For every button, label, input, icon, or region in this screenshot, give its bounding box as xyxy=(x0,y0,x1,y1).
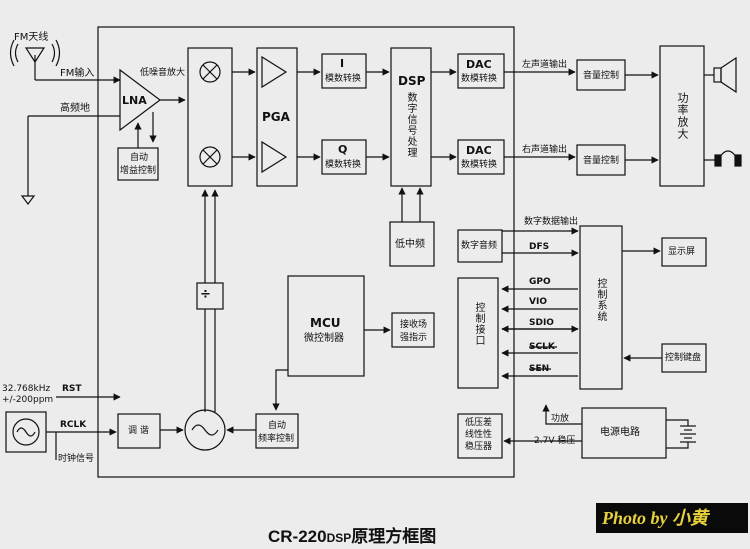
chip-outline xyxy=(97,26,515,478)
dsp-label: DSP xyxy=(398,74,426,88)
lna-text-label: 低噪音放大 xyxy=(140,68,186,78)
rssi-line2: 强指示 xyxy=(400,333,428,343)
i-adc-label: 模数转换 xyxy=(325,74,362,84)
divider-box xyxy=(196,282,224,310)
afc-box xyxy=(255,413,299,449)
amp-power-label: 功放 xyxy=(551,414,570,424)
low-if-box xyxy=(389,221,435,267)
mcu-label: MCU xyxy=(310,316,341,330)
low-if-label: 低中频 xyxy=(395,239,425,250)
power-amp-label: 功率放大 xyxy=(676,92,689,140)
mcu-sub-label: 微控制器 xyxy=(304,333,344,344)
vio-label: VIO xyxy=(529,297,547,307)
display-box xyxy=(661,237,707,267)
dac-right-label: DAC xyxy=(466,144,492,157)
dsp-box xyxy=(390,47,432,187)
ldo-line1: 低压差 xyxy=(465,418,493,428)
freq-label: 32.768kHz xyxy=(2,384,51,394)
mcu-box xyxy=(287,275,365,377)
rst-label: RST xyxy=(62,384,82,394)
lna-label: LNA xyxy=(122,94,147,107)
rclk-label: RCLK xyxy=(60,420,87,430)
antenna-icon xyxy=(9,39,121,84)
display-label: 显示屏 xyxy=(668,247,696,257)
power-circuit-box xyxy=(581,407,667,459)
title-main: CR-220 xyxy=(268,527,327,546)
lna-triangle xyxy=(119,68,161,132)
rssi-line1: 接收场 xyxy=(400,320,428,330)
power-amp-box xyxy=(659,45,705,187)
diagram-title: CR-220DSP原理方框图 xyxy=(268,522,436,547)
q-label: Q xyxy=(338,143,348,156)
rssi-box xyxy=(391,312,435,348)
clock-signal-label: 时钟信号 xyxy=(58,454,95,464)
ldo-line2: 线性性 xyxy=(465,430,493,440)
mixer-bottom-icon xyxy=(199,146,221,168)
right-out-label: 右声道输出 xyxy=(522,145,568,155)
gpo-label: GPO xyxy=(529,277,551,287)
agc-box xyxy=(117,147,159,181)
dfs-label: DFS xyxy=(529,242,550,252)
headphone-icon xyxy=(714,150,742,167)
ldo-line3: 稳压器 xyxy=(465,442,493,452)
vco-icon xyxy=(184,409,226,451)
agc-line2: 增益控制 xyxy=(120,166,157,176)
volume-left-label: 音量控制 xyxy=(583,71,620,81)
keyboard-label: 控制键盘 xyxy=(665,353,702,363)
dac-left-box xyxy=(457,53,505,89)
reg-27v-label: 2.7V 稳压 xyxy=(534,436,576,446)
dac-left-sub: 数模转换 xyxy=(461,74,498,84)
i-label: I xyxy=(340,57,345,70)
digital-audio-box xyxy=(457,229,503,263)
dac-right-sub: 数模转换 xyxy=(461,160,498,170)
sdio-label: SDIO xyxy=(529,318,554,328)
control-interface-label: 控制接口 xyxy=(473,302,484,346)
control-system-label: 控制系统 xyxy=(595,278,606,322)
fm-input-label: FM输入 xyxy=(60,68,95,79)
keyboard-box xyxy=(661,343,707,373)
tol-label: +/-200ppm xyxy=(2,395,54,405)
pga-label: PGA xyxy=(262,110,290,124)
agc-line1: 自动 xyxy=(130,153,149,163)
mixer-top-icon xyxy=(199,61,221,83)
digital-audio-label: 数字音频 xyxy=(461,241,498,251)
sclk-label: SCLK xyxy=(529,342,555,352)
afc-line1: 自动 xyxy=(268,421,287,431)
digital-data-out-label: 数字数据输出 xyxy=(524,217,579,227)
title-tail: 原理方框图 xyxy=(351,527,437,546)
title-small: DSP xyxy=(326,531,352,545)
afc-line2: 频率控制 xyxy=(258,434,295,444)
tune-label: 调 谐 xyxy=(128,426,149,436)
photo-watermark: Photo by 小黄 xyxy=(596,503,748,533)
divider-icon: ÷ xyxy=(200,287,211,302)
battery-icon xyxy=(680,425,696,443)
ldo-box xyxy=(457,413,503,459)
i-adc-box xyxy=(321,53,367,89)
speaker-icon xyxy=(713,56,737,94)
left-out-label: 左声道输出 xyxy=(522,60,568,70)
rf-ground-label: 高频地 xyxy=(60,103,90,114)
control-system-box xyxy=(579,225,623,390)
mixer-box xyxy=(187,47,233,187)
dsp-sub-label: 数字信号处理 xyxy=(405,92,416,158)
sen-label: SEN xyxy=(529,364,550,374)
power-circuit-label: 电源电路 xyxy=(600,427,640,438)
q-adc-label: 模数转换 xyxy=(325,160,362,170)
control-interface-box xyxy=(457,277,499,389)
tune-box xyxy=(117,413,161,449)
dac-left-label: DAC xyxy=(466,58,492,71)
pga-box xyxy=(256,47,298,187)
fm-antenna-label: FM天线 xyxy=(14,32,49,43)
volume-right-label: 音量控制 xyxy=(583,156,620,166)
